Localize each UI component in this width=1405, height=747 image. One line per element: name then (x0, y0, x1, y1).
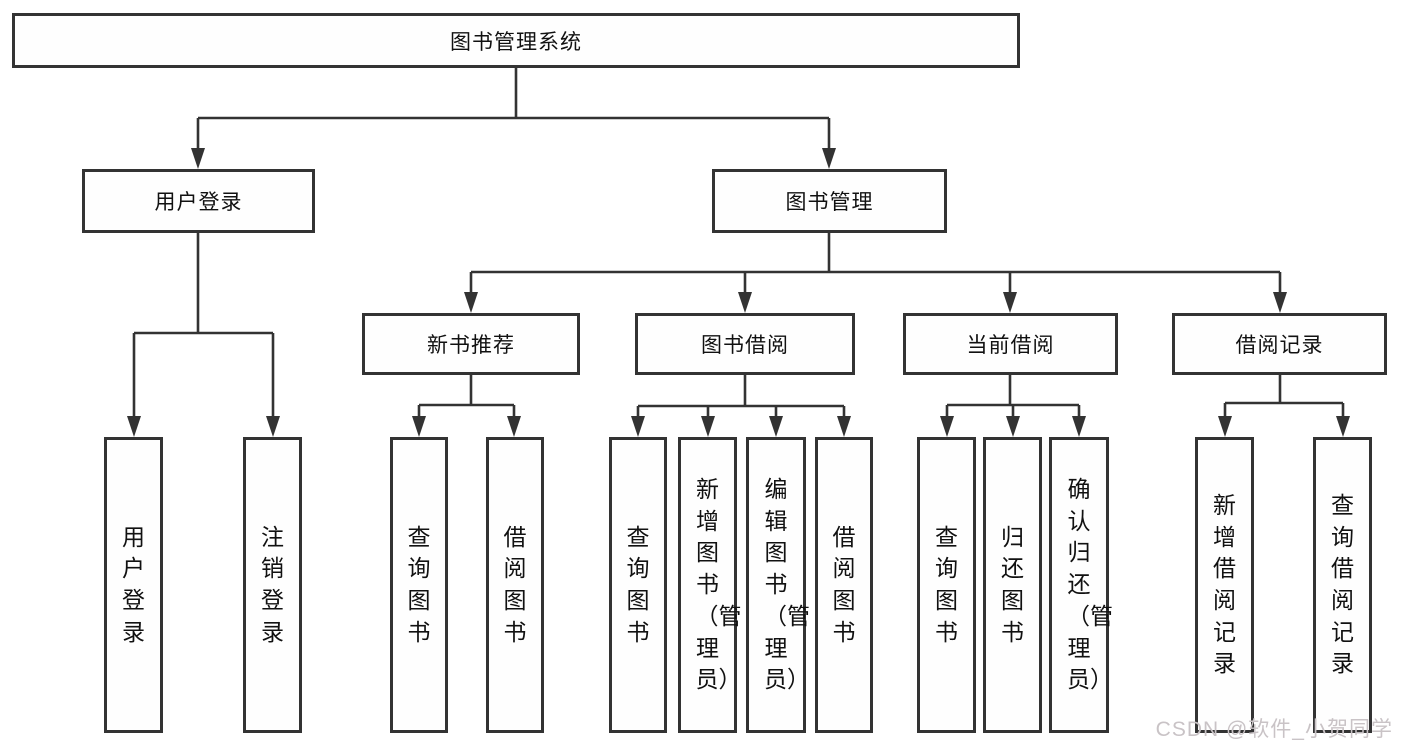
node-label: 图书管理系统 (450, 30, 582, 54)
leaf-query-borrow-record: 查询借阅记录 (1313, 437, 1372, 733)
leaf-query-books-borrow: 查询图书 (609, 437, 667, 733)
leaf-query-books-current: 查询图书 (917, 437, 976, 733)
leaf-return-books: 归还图书 (983, 437, 1042, 733)
node-label: 编辑图书（管理员） (764, 475, 810, 693)
leaf-query-books-recommend: 查询图书 (390, 437, 448, 733)
csdn-watermark: CSDN @软件_小贺同学 (1155, 718, 1393, 741)
node-label: 图书管理 (785, 191, 874, 214)
node-book-management-branch: 图书管理 (712, 169, 947, 233)
node-user-login-branch: 用户登录 (82, 169, 315, 233)
leaf-edit-books-admin: 编辑图书（管理员） (746, 437, 810, 733)
node-label: 借阅记录 (1235, 334, 1324, 357)
node-label: 新增图书（管理员） (695, 475, 742, 693)
node-label: 归还图书 (1001, 523, 1024, 645)
node-label: 借阅图书 (832, 523, 856, 645)
node-current-borrowing: 当前借阅 (903, 313, 1118, 375)
node-book-borrowing: 图书借阅 (635, 313, 855, 375)
node-system-root: 图书管理系统 (12, 13, 1020, 68)
node-borrow-records: 借阅记录 (1172, 313, 1387, 375)
node-label: 新增借阅记录 (1213, 491, 1236, 677)
leaf-add-books-admin: 新增图书（管理员） (678, 437, 742, 733)
node-label: 新书推荐 (427, 334, 515, 357)
leaf-borrow-books: 借阅图书 (815, 437, 873, 733)
node-label: 用户登录 (154, 191, 243, 214)
node-label: 查询借阅记录 (1331, 491, 1354, 677)
node-label: 用户登录 (122, 523, 145, 645)
leaf-confirm-return-admin: 确认归还（管理员） (1049, 437, 1113, 733)
node-label: 借阅图书 (503, 523, 527, 645)
node-label: 查询图书 (935, 523, 958, 645)
node-label: 确认归还（管理员） (1067, 475, 1113, 693)
node-new-book-recommend: 新书推荐 (362, 313, 580, 375)
node-label: 当前借阅 (966, 334, 1055, 357)
node-label: 查询图书 (407, 523, 431, 645)
leaf-logout: 注销登录 (243, 437, 302, 733)
leaf-add-borrow-record: 新增借阅记录 (1195, 437, 1254, 733)
node-label: 图书借阅 (701, 334, 789, 357)
leaf-user-login: 用户登录 (104, 437, 163, 733)
node-label: 查询图书 (626, 523, 650, 645)
node-label: 注销登录 (261, 523, 284, 645)
leaf-borrow-books-recommend: 借阅图书 (486, 437, 544, 733)
